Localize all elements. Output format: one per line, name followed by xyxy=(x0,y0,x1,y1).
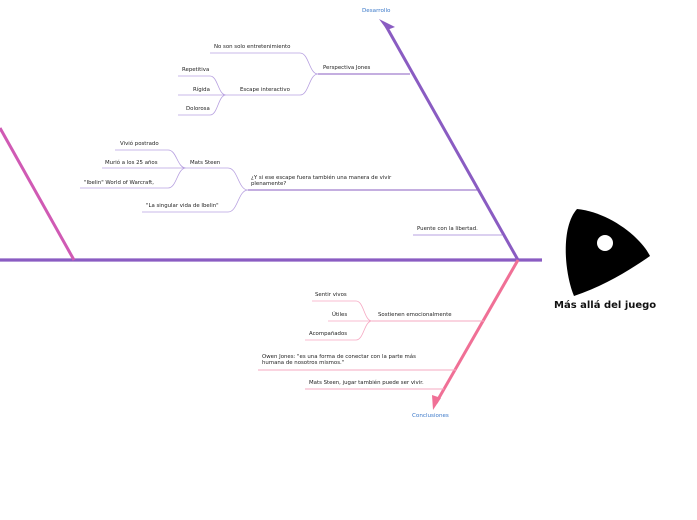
bracket-mats xyxy=(167,149,187,189)
fish-eye xyxy=(597,235,613,251)
node-mats-jugar[interactable]: Mats Steen, jugar también puede ser vivi… xyxy=(309,380,424,386)
node-rigida[interactable]: Rígida xyxy=(193,87,210,93)
bracket-escape xyxy=(209,75,227,116)
node-ibelin-wow[interactable]: "Ibelin" World of Warcraft, xyxy=(84,180,154,186)
node-murio-25[interactable]: Murió a los 25 años xyxy=(105,160,158,166)
node-repetitiva[interactable]: Repetitiva xyxy=(182,67,210,73)
bracket-perspectiva xyxy=(299,52,319,96)
node-singular-vida[interactable]: "La singular vida de Ibelin" xyxy=(146,203,219,209)
node-owen-jones[interactable]: Owen Jones: "es una forma de conectar co… xyxy=(262,354,416,367)
top-bone-arrowhead xyxy=(379,19,395,30)
node-utiles[interactable]: Útiles xyxy=(332,312,348,318)
category-top-label: Desarrollo xyxy=(362,8,391,14)
node-mats-steen[interactable]: Mats Steen xyxy=(190,160,221,166)
node-acompanados[interactable]: Acompañados xyxy=(309,331,348,337)
node-dolorosa[interactable]: Dolorosa xyxy=(186,106,210,112)
head-title: Más allá del juego xyxy=(554,300,657,311)
fish-head-shape xyxy=(565,209,650,296)
node-escape-vivir[interactable]: ¿Y si ese escape fuera también una maner… xyxy=(251,175,392,188)
bracket-sostienen xyxy=(355,300,373,341)
node-sentir-vivos[interactable]: Sentir vivos xyxy=(315,292,347,298)
category-bottom-label: Conclusiones xyxy=(412,413,449,419)
bottom-bone-arrowhead xyxy=(432,395,441,410)
node-vivio-postrado[interactable]: Vivió postrado xyxy=(120,141,159,147)
node-puente-libertad[interactable]: Puente con la libertad. xyxy=(417,226,478,232)
left-bone-line xyxy=(0,127,76,261)
node-escape-interactivo[interactable]: Escape interactivo xyxy=(240,87,290,93)
node-no-son-entretenimiento[interactable]: No son solo entretenimiento xyxy=(214,44,291,50)
bottom-bone-line xyxy=(434,259,520,404)
top-bone-line xyxy=(384,25,520,261)
node-perspectiva-jones[interactable]: Perspectiva Jones xyxy=(323,65,371,71)
node-sostienen[interactable]: Sostienen emocionalmente xyxy=(378,312,452,318)
bracket-escape-vivir xyxy=(227,167,249,213)
